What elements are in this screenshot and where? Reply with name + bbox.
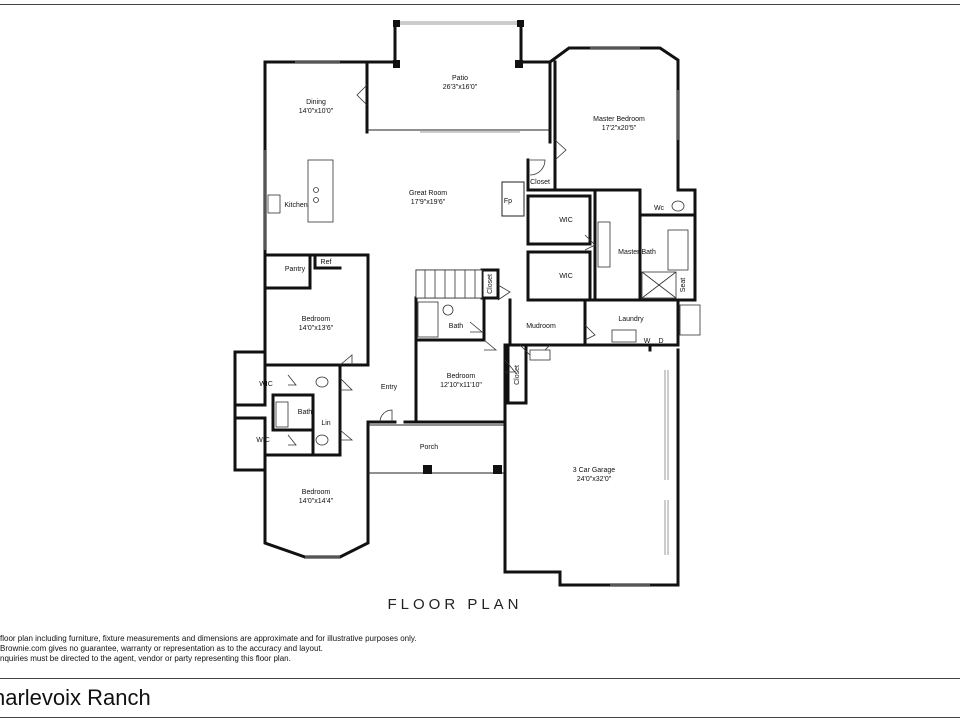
garage	[503, 348, 680, 587]
porch-name: Porch	[420, 444, 438, 451]
footer-divider	[0, 678, 960, 679]
bottom-divider	[0, 717, 960, 718]
disclaimer-line: Brownie.com gives no guarantee, warranty…	[0, 644, 323, 653]
wic-master-1-name: WIC	[559, 217, 573, 224]
patio-dims: 26'3"x16'0"	[443, 84, 478, 91]
disclaimer-line: nquiries must be directed to the agent, …	[0, 654, 291, 663]
top-divider	[0, 4, 960, 5]
floor-plan-heading: FLOOR PLAN	[387, 596, 523, 613]
entry-name: Entry	[381, 384, 398, 391]
wc-name: Wc	[654, 205, 665, 212]
bedroom-3-dims: 14'0"x14'4"	[299, 498, 334, 505]
bedroom-1-name: Bedroom	[302, 316, 331, 323]
listing-title: harlevoix Ranch	[0, 685, 151, 710]
dining-dims: 14'0"x10'0"	[299, 108, 334, 115]
ref-name: Ref	[321, 259, 332, 266]
porch	[368, 424, 505, 474]
dryer-label: D	[658, 338, 663, 345]
great-room-name: Great Room	[409, 190, 447, 197]
patio-name: Patio	[452, 75, 468, 82]
linen-name: Lin	[321, 420, 330, 427]
closet-bed2-name: Closet	[514, 365, 521, 385]
patio	[365, 20, 552, 134]
bedroom-3-name: Bedroom	[302, 489, 331, 496]
master-bedroom-name: Master Bedroom	[593, 116, 645, 123]
floor-plan-drawing: Patio 26'3"x16'0" Dining 14'0"x10'0" Gre…	[233, 20, 701, 587]
master-bath-name: Master Bath	[618, 249, 656, 256]
laundry-name: Laundry	[618, 316, 644, 323]
closet-top-name: Closet	[530, 179, 550, 186]
washer-label: W	[644, 338, 651, 345]
fireplace-name: Fp	[504, 198, 512, 205]
closet-stair-name: Closet	[487, 274, 494, 294]
garage-name: 3 Car Garage	[573, 467, 616, 474]
garage-dims: 24'0"x32'0"	[577, 476, 612, 483]
bedroom-1-dims: 14'0"x13'6"	[299, 325, 334, 332]
bedroom-2-name: Bedroom	[447, 373, 476, 380]
room-labels: Patio 26'3"x16'0" Dining 14'0"x10'0" Gre…	[256, 75, 687, 505]
disclaimer-line: floor plan including furniture, fixture …	[0, 634, 417, 643]
wic-left-1-name: WIC	[259, 381, 273, 388]
seat-name: Seat	[680, 278, 687, 292]
disclaimer-text: floor plan including furniture, fixture …	[0, 634, 417, 664]
fixtures	[267, 159, 701, 446]
mudroom-name: Mudroom	[526, 323, 556, 330]
wic-left-2-name: WIC	[256, 437, 270, 444]
kitchen-name: Kitchen	[284, 202, 307, 209]
interior-walls	[233, 60, 697, 472]
great-room-dims: 17'9"x19'6"	[411, 199, 446, 206]
bath-center-name: Bath	[449, 323, 464, 330]
master-bedroom-dims: 17'2"x20'5"	[602, 125, 637, 132]
wic-master-2-name: WIC	[559, 273, 573, 280]
pantry-name: Pantry	[285, 266, 306, 273]
bedroom-2-dims: 12'10"x11'10"	[440, 382, 482, 389]
dining-name: Dining	[306, 99, 326, 106]
bath-left-name: Bath	[298, 409, 313, 416]
